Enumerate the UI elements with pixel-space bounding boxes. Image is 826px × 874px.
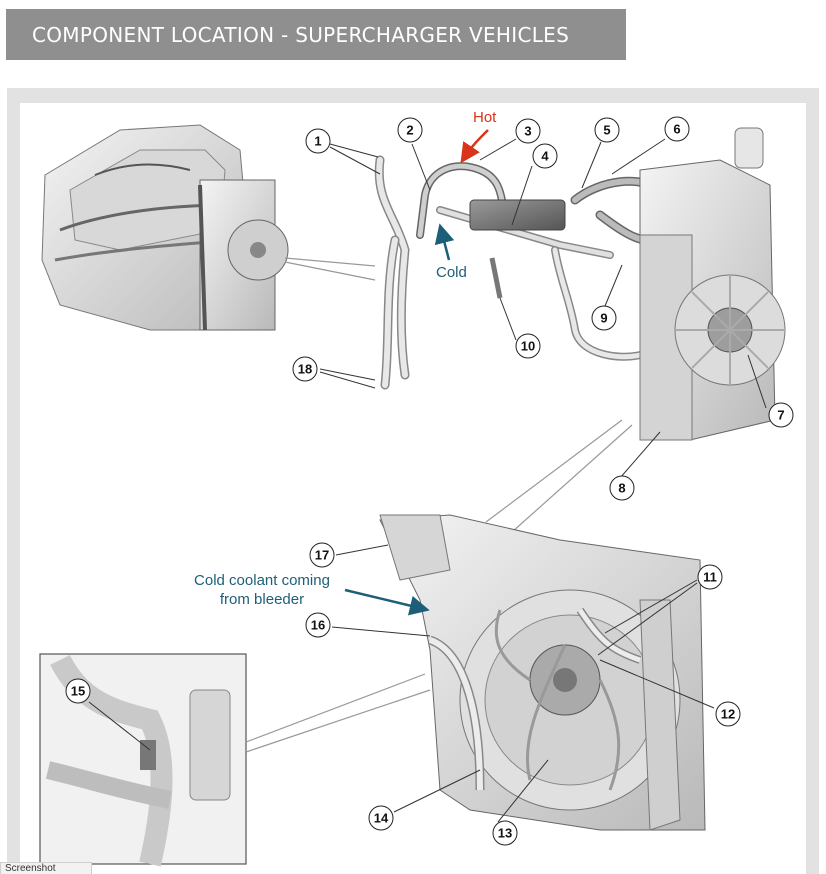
callout-15: 15 [65, 678, 91, 704]
hot-annotation: Hot [460, 109, 497, 164]
callout-17: 17 [309, 542, 335, 568]
callout-13: 13 [492, 820, 518, 846]
svg-text:13: 13 [498, 826, 512, 841]
callout-4: 4 [532, 143, 558, 169]
callout-9: 9 [591, 305, 617, 331]
svg-text:17: 17 [315, 548, 329, 563]
callout-6: 6 [664, 116, 690, 142]
callout-2: 2 [397, 117, 423, 143]
callout-12: 12 [715, 701, 741, 727]
callout-1: 1 [305, 128, 331, 154]
svg-text:16: 16 [311, 618, 325, 633]
radiator-fan-illustration [379, 514, 706, 831]
callout-5: 5 [594, 117, 620, 143]
svg-text:3: 3 [524, 124, 531, 139]
svg-text:15: 15 [71, 684, 85, 699]
callout-3: 3 [515, 118, 541, 144]
callout-8: 8 [609, 475, 635, 501]
svg-text:18: 18 [298, 362, 312, 377]
engine-overview-illustration [41, 124, 289, 331]
radiator-assembly-illustration [639, 127, 786, 441]
callout-11: 11 [697, 564, 723, 590]
callout-10: 10 [515, 333, 541, 359]
svg-text:1: 1 [314, 134, 321, 149]
svg-text:12: 12 [721, 707, 735, 722]
callout-18: 18 [292, 356, 318, 382]
svg-text:4: 4 [541, 149, 549, 164]
svg-text:5: 5 [603, 123, 610, 138]
svg-text:from bleeder: from bleeder [220, 591, 304, 608]
svg-text:Cold: Cold [436, 264, 467, 281]
callout-7: 7 [768, 402, 794, 428]
callout-16: 16 [305, 612, 331, 638]
callout-markers: 1 2 3 4 5 6 7 8 9 10 11 12 13 14 15 16 1… [65, 116, 794, 846]
svg-text:11: 11 [703, 570, 717, 585]
svg-text:10: 10 [521, 339, 535, 354]
title-bar: COMPONENT LOCATION - SUPERCHARGER VEHICL… [6, 9, 626, 60]
svg-text:9: 9 [600, 311, 607, 326]
screenshot-tab[interactable]: Screenshot [0, 862, 92, 874]
cold-annotation: Cold [434, 223, 467, 281]
svg-text:Hot: Hot [473, 109, 497, 126]
svg-text:7: 7 [777, 408, 784, 423]
svg-text:8: 8 [618, 481, 625, 496]
svg-text:2: 2 [406, 123, 413, 138]
cold-coolant-annotation: Cold coolant coming from bleeder [194, 572, 430, 616]
page-title: COMPONENT LOCATION - SUPERCHARGER VEHICL… [32, 23, 570, 47]
callout-14: 14 [368, 805, 394, 831]
svg-text:6: 6 [673, 122, 680, 137]
svg-text:Cold coolant coming: Cold coolant coming [194, 572, 330, 589]
charge-air-cooler [469, 199, 566, 231]
svg-text:14: 14 [374, 811, 389, 826]
